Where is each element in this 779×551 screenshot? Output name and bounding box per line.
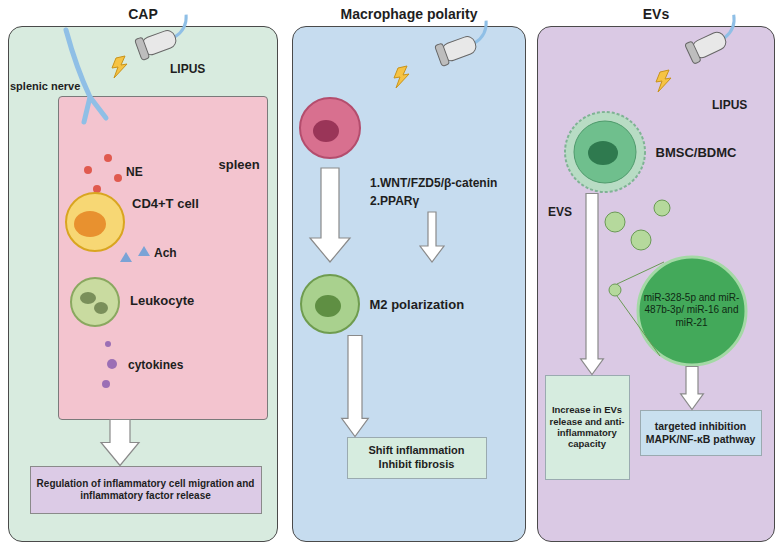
cell-nucleus <box>313 120 339 142</box>
vesicle-dot <box>631 230 651 250</box>
label: NE <box>126 165 143 179</box>
block-arrow <box>101 420 139 466</box>
probe-cable <box>169 15 192 37</box>
node-label: spleen <box>219 157 260 172</box>
label: LIPUS <box>712 98 747 112</box>
label: 2.PPARγ <box>370 194 419 208</box>
probe-symbol <box>433 21 496 67</box>
ach-triangle <box>138 246 150 256</box>
ne-dot <box>84 166 92 174</box>
zoom-line <box>617 262 664 284</box>
block-arrow <box>681 367 704 410</box>
cell-nucleus <box>74 211 106 237</box>
probe-head <box>685 41 702 64</box>
block-arrow <box>310 168 350 262</box>
probe-cable <box>717 15 740 38</box>
box-text: Regulation of inflammatory cell migratio… <box>31 476 261 504</box>
node-label: miR-328-5p and miR-487b-3p/ miR-16 and m… <box>642 292 742 330</box>
cell-nucleus <box>94 302 108 314</box>
vesicle-shape <box>638 257 746 365</box>
cell-node: M2 polarization <box>298 272 362 336</box>
outcome-box: targeted inhibition MAPK/NF-κB pathway <box>640 410 762 456</box>
panel: Macrophage polarityM2 polarizationShift … <box>292 26 526 542</box>
block-arrow <box>420 212 444 262</box>
label: LIPUS <box>170 62 205 76</box>
m2-cell-shape <box>301 275 359 333</box>
node-shape <box>562 110 648 194</box>
box-text: Increase in EVs release and anti-inflamm… <box>546 402 629 452</box>
ne-dot <box>114 174 122 182</box>
node-label: M2 polarization <box>370 296 465 311</box>
vesicle-circle: miR-328-5p and miR-487b-3p/ miR-16 and m… <box>636 255 748 367</box>
lightning-symbol <box>112 56 127 78</box>
outcome-box: Shift inflammation Inhibit fibrosis <box>347 437 487 479</box>
label: 1.WNT/FZD5/β-catenin <box>370 176 497 190</box>
box-text: Shift inflammation Inhibit fibrosis <box>348 442 486 472</box>
panel-title: CAP <box>9 6 277 22</box>
organ-box: spleen <box>58 96 268 420</box>
probe-head <box>435 43 450 66</box>
cytokine-dot <box>105 341 111 347</box>
cell-nucleus <box>315 295 341 317</box>
label: EVS <box>548 205 572 219</box>
outcome-box: Regulation of inflammatory cell migratio… <box>30 466 262 514</box>
ne-dot <box>93 185 101 193</box>
cell-node: BMSC/BDMC <box>562 110 648 194</box>
label: CD4+T cell <box>132 196 199 211</box>
leukocyte-symbol <box>71 278 119 326</box>
probe-body <box>140 28 178 57</box>
label: cytokines <box>128 358 183 372</box>
vesicle-dot <box>605 212 625 232</box>
vesicle-dot <box>609 284 621 296</box>
vesicle-dot <box>654 200 670 216</box>
block-arrow <box>581 194 604 375</box>
box-text: targeted inhibition MAPK/NF-κB pathway <box>641 418 761 447</box>
probe-symbol <box>133 15 196 61</box>
panel: EVsBMSC/BDMCmiR-328-5p and miR-487b-3p/ … <box>537 26 775 542</box>
label: Leukocyte <box>130 293 194 308</box>
label: Ach <box>154 246 177 260</box>
cell-nucleus <box>588 141 618 165</box>
bmsc-cell-outer <box>565 112 645 192</box>
probe-body <box>440 34 478 63</box>
cell-nucleus <box>80 292 96 304</box>
panel-title: Macrophage polarity <box>293 6 525 22</box>
probe-symbol <box>682 15 745 64</box>
cytokine-dot <box>102 380 110 388</box>
probe-body <box>690 30 728 61</box>
probe-head <box>135 37 150 60</box>
ne-dot <box>104 154 112 162</box>
t-cell-symbol <box>66 193 124 251</box>
macrophage-symbol <box>300 98 360 158</box>
bmsc-cell-shape <box>574 121 636 183</box>
ach-triangle <box>120 252 132 262</box>
zoom-line <box>617 296 660 356</box>
lightning-symbol <box>656 70 671 92</box>
label: splenic nerve <box>10 80 80 92</box>
cytokine-dot <box>107 359 117 369</box>
outcome-box: Increase in EVs release and anti-inflamm… <box>545 375 630 480</box>
node-label: BMSC/BDMC <box>656 144 737 159</box>
lightning-symbol <box>394 66 409 88</box>
panel-title: EVs <box>538 6 774 22</box>
panel: CAPspleenRegulation of inflammatory cell… <box>8 26 278 542</box>
block-arrow <box>342 336 369 437</box>
probe-cable <box>469 21 492 43</box>
node-shape <box>298 272 362 336</box>
nerve-symbol <box>66 30 106 122</box>
